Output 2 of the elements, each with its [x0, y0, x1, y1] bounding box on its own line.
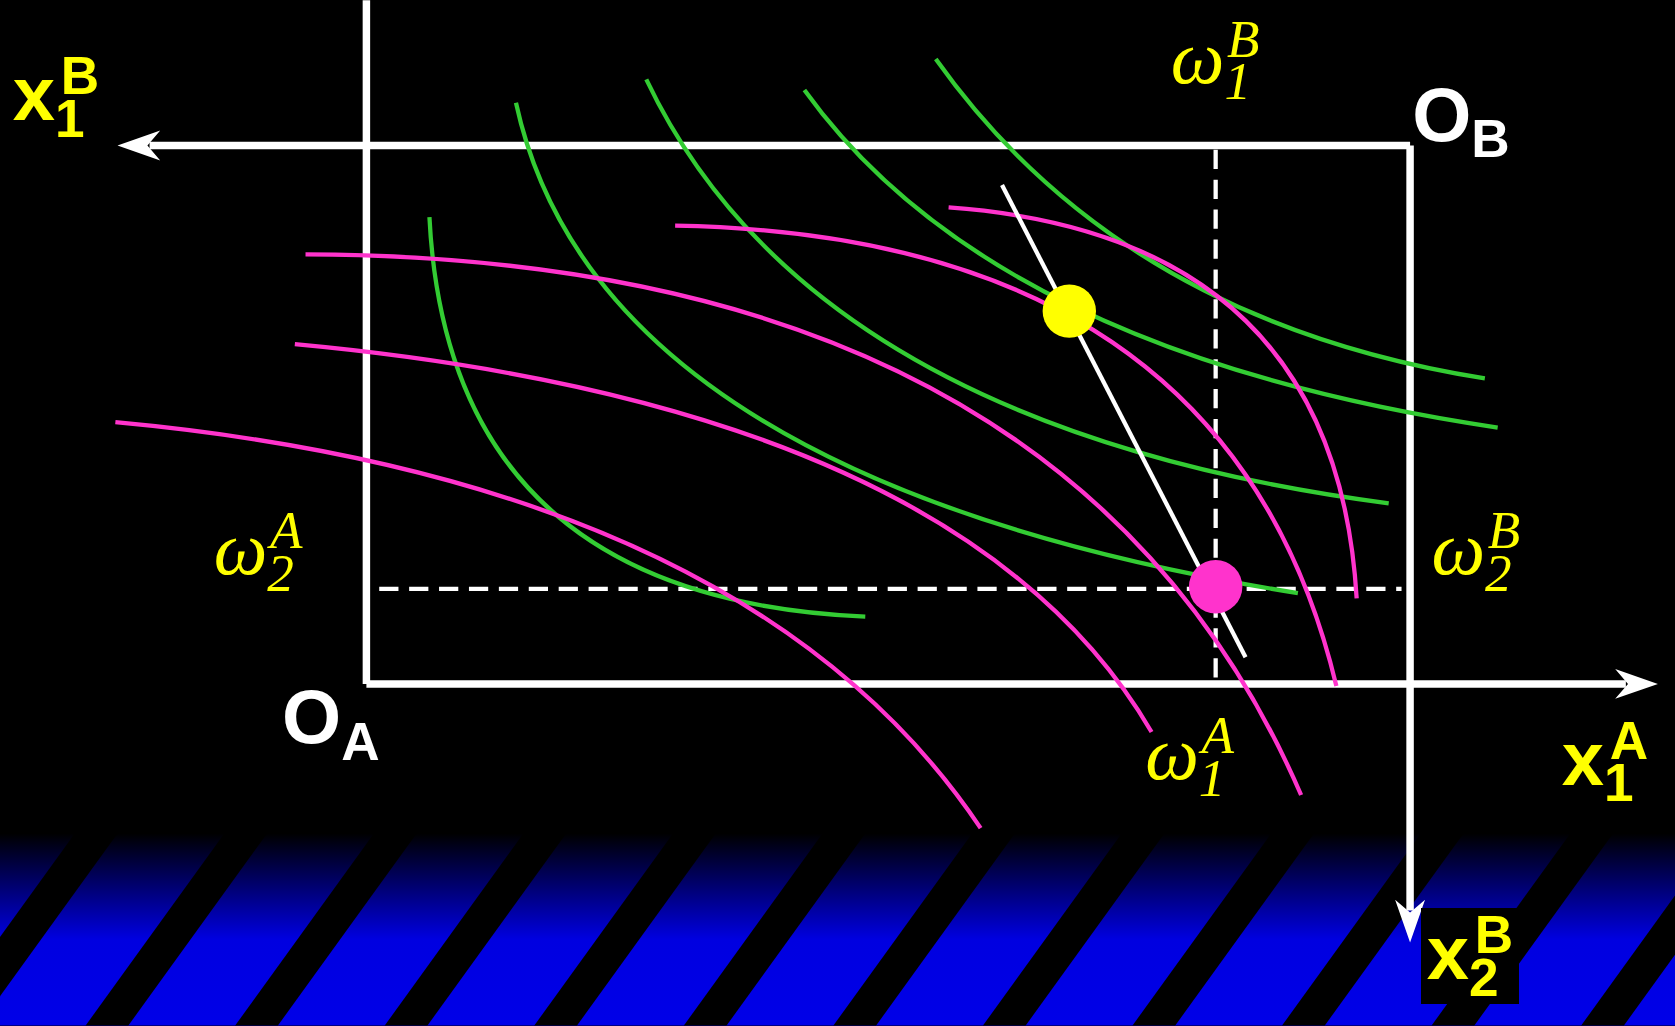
origin-label: O$_{B}$	[1412, 76, 1510, 166]
origin-label: O$_{A}$	[282, 679, 380, 768]
